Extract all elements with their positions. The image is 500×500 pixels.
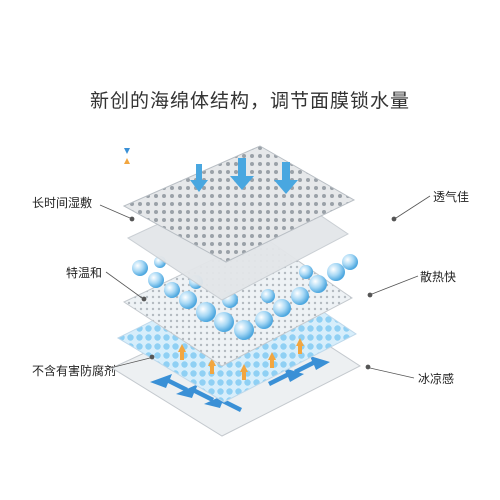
leader-lines — [99, 195, 431, 379]
label-no-preservatives: 不含有害防腐剂 — [32, 364, 117, 378]
top-perforated-layer — [122, 145, 356, 263]
down-arrows — [190, 158, 298, 194]
legend-arrows-icon — [124, 148, 130, 164]
label-fast-heat: 散热快 — [420, 270, 457, 284]
page-title: 新创的海绵体结构，调节面膜锁水量 — [89, 90, 410, 112]
label-long-wet-apply: 长时间湿敷 — [32, 196, 93, 210]
bubble-layer — [132, 254, 358, 340]
label-breathable: 透气佳 — [433, 190, 470, 204]
label-gentle: 特温和 — [66, 266, 103, 280]
label-cool-feel: 冰凉感 — [418, 372, 455, 386]
outflow-arrows — [150, 356, 330, 412]
